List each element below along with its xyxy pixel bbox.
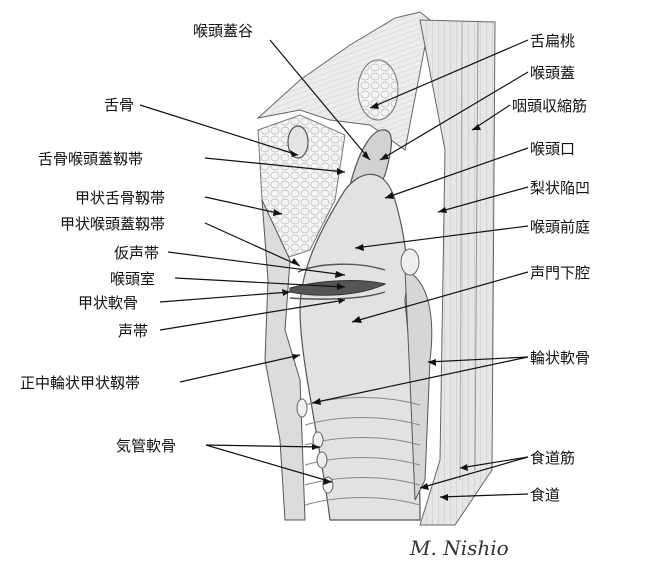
label-cricoid-cartilage: 輪状軟骨 [530,349,590,367]
label-piriform-fossa: 梨状陥凹 [530,179,590,197]
label-median-cricothyroid-ligament: 正中輪状甲状靱帯 [20,374,140,392]
label-false-vocal-cord: 仮声帯 [114,244,159,262]
label-thyrohyoid-ligament: 甲状舌骨靱帯 [75,189,165,207]
label-laryngeal-inlet: 喉頭口 [530,140,575,158]
label-hyoepiglottic-ligament: 舌骨喉頭蓋靱帯 [38,150,143,168]
signature-text: M. Nishio [409,536,509,560]
label-laryngeal-ventricle: 喉頭室 [110,270,155,288]
label-lingual-tonsil: 舌扁桃 [530,32,575,50]
label-subglottic-cavity: 声門下腔 [530,264,590,282]
label-vallecula: 喉頭蓋谷 [193,22,253,40]
label-tracheal-cartilage: 気管軟骨 [116,437,176,455]
label-vocal-cord: 声帯 [118,322,148,340]
label-hyoid: 舌骨 [104,96,134,114]
pharyngeal-wall [420,20,495,525]
label-laryngeal-vestibule: 喉頭前庭 [530,218,590,236]
lingual-tonsil-shape [358,60,398,120]
label-thyroid-cartilage: 甲状軟骨 [78,294,138,312]
label-esophagus: 食道 [530,486,560,504]
label-esophageal-muscle: 食道筋 [530,449,575,467]
label-pharyngeal-constrictor: 咽頭収縮筋 [512,97,587,115]
label-thyroepiglottic-ligament: 甲状喉頭蓋靱帯 [60,215,165,233]
label-epiglottis: 喉頭蓋 [530,64,575,82]
